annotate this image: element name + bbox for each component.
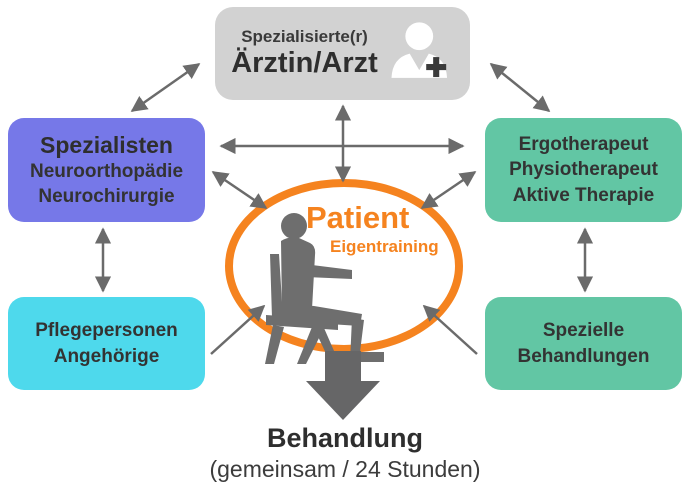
therapists-line-2: Physiotherapeut	[509, 159, 658, 181]
node-caregivers: Pflegepersonen Angehörige	[8, 297, 205, 390]
specialists-line-2: Neuroorthopädie	[29, 161, 184, 183]
specialists-title: Spezialisten	[40, 131, 173, 158]
footer-subtitle: (gemeinsam / 24 Stunden)	[209, 456, 481, 482]
node-therapists: Ergotherapeut Physiotherapeut Aktive The…	[485, 118, 682, 222]
node-specialists: Spezialisten Neuroorthopädie Neurochirur…	[8, 118, 205, 222]
patient-sublabel: Eigentraining	[330, 237, 439, 256]
arrow-doctor-therapists	[489, 62, 551, 113]
caregivers-line-1: Pflegepersonen	[35, 320, 178, 342]
node-special-treatments: Spezielle Behandlungen	[485, 297, 682, 390]
footer-title: Behandlung	[267, 423, 423, 453]
arrow-specialists-patient	[211, 170, 268, 210]
doctor-add-icon	[388, 20, 454, 87]
treatments-line-2: Behandlungen	[517, 345, 650, 367]
arrow-specialists-doctor	[130, 62, 201, 113]
treatments-line-1: Spezielle	[542, 320, 625, 342]
therapists-line-1: Ergotherapeut	[518, 134, 649, 156]
arrow-therapists-patient	[420, 170, 477, 210]
specialists-line-3: Neurochirurgie	[38, 186, 175, 208]
node-specialized-doctor: Spezialisierte(r) Ärztin/Arzt	[215, 7, 470, 100]
doctor-box-text: Spezialisierte(r) Ärztin/Arzt	[231, 27, 378, 81]
doctor-box-title: Ärztin/Arzt	[231, 47, 378, 80]
therapists-line-3: Aktive Therapie	[512, 184, 655, 206]
doctor-box-subtitle: Spezialisierte(r)	[241, 26, 368, 46]
patient-label: Patient	[306, 200, 410, 235]
patient-sitting-icon	[258, 212, 398, 372]
caregivers-line-2: Angehörige	[53, 345, 160, 367]
